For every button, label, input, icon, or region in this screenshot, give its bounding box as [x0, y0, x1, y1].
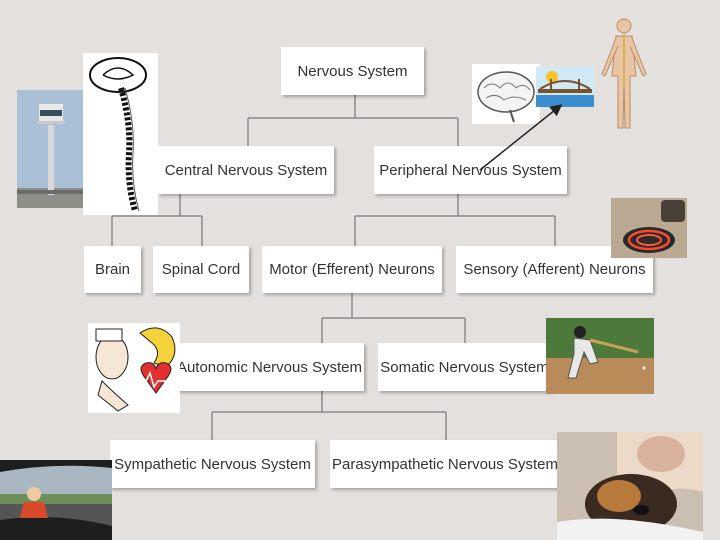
brain-drawing: [472, 64, 540, 124]
node-sympathetic-nervous-system: Sympathetic Nervous System: [110, 440, 315, 488]
node-parasympathetic-nervous-system: Parasympathetic Nervous System: [330, 440, 560, 488]
stove-burner-photo: [611, 198, 687, 258]
node-nervous-system: Nervous System: [281, 47, 424, 95]
node-label: Brain: [94, 261, 131, 278]
node-label: Sensory (Afferent) Neurons: [463, 261, 646, 278]
spine-drawing: [83, 53, 158, 215]
node-sensory-neurons: Sensory (Afferent) Neurons: [456, 246, 653, 293]
node-label: Autonomic Nervous System: [176, 358, 363, 376]
node-label: Sympathetic Nervous System: [114, 455, 311, 473]
node-label: Peripheral Nervous System: [379, 161, 562, 179]
node-label: Motor (Efferent) Neurons: [269, 261, 435, 278]
car-windshield-photo: [0, 460, 112, 540]
baseball-batter-photo: [546, 318, 654, 394]
nurse-heart-clipart: [88, 323, 180, 413]
node-label: Somatic Nervous System: [380, 358, 549, 376]
node-peripheral-nervous-system: Peripheral Nervous System: [374, 146, 567, 194]
node-label: Central Nervous System: [164, 161, 328, 179]
node-label: Parasympathetic Nervous System: [332, 455, 558, 473]
control-tower-photo: [17, 90, 85, 208]
node-spinal-cord: Spinal Cord: [153, 246, 249, 293]
node-somatic-nervous-system: Somatic Nervous System: [378, 343, 551, 391]
human-nerves-figure: [594, 16, 654, 132]
node-autonomic-nervous-system: Autonomic Nervous System: [175, 343, 364, 391]
node-brain: Brain: [84, 246, 141, 293]
sleeping-dog-photo: [557, 432, 703, 540]
node-motor-neurons: Motor (Efferent) Neurons: [262, 246, 442, 293]
bridge-clipart: [536, 67, 594, 107]
node-label: Nervous System: [297, 62, 408, 80]
node-label: Spinal Cord: [161, 261, 241, 278]
node-central-nervous-system: Central Nervous System: [158, 146, 334, 194]
